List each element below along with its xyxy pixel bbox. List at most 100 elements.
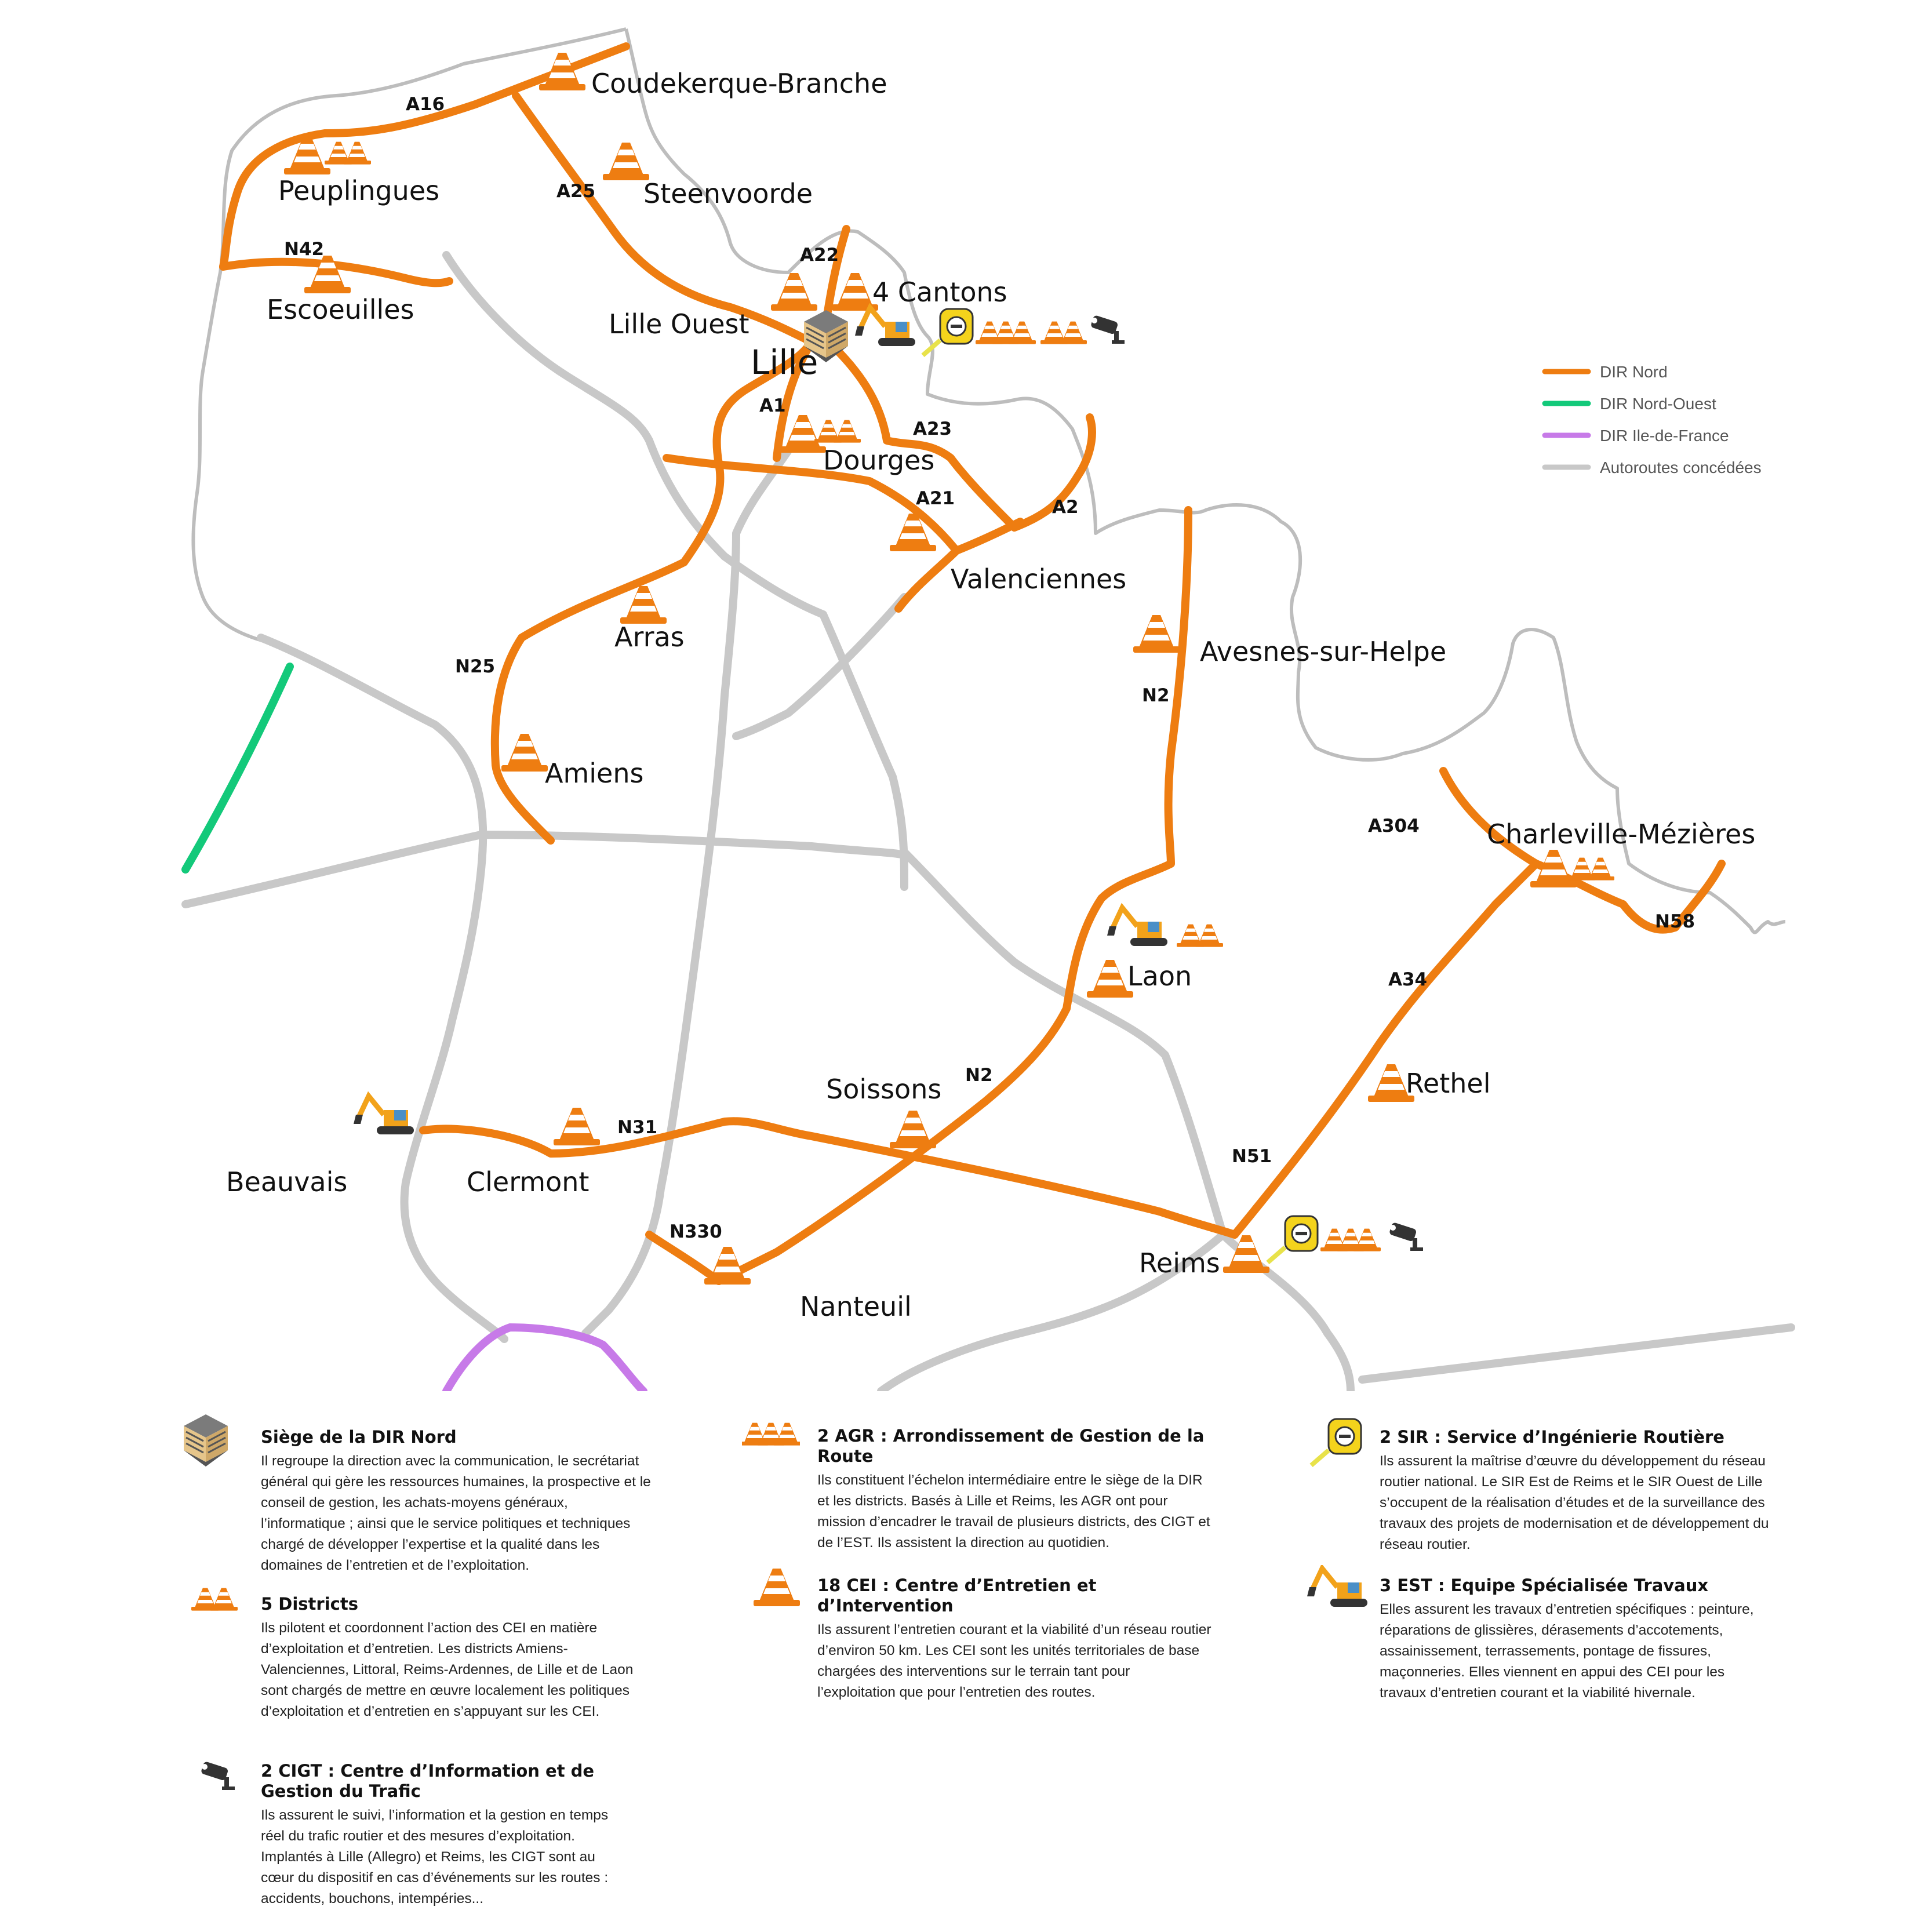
city-label: Reims	[1139, 1247, 1220, 1279]
road-label: N2	[1142, 685, 1170, 706]
cei-cone-icon	[1530, 850, 1577, 887]
info-text: Ils constituent l’échelon intermédiaire …	[817, 1472, 1210, 1551]
excavator-icon	[354, 1096, 414, 1134]
info-districts: 5 Districts Ils pilotent et coordonnent …	[261, 1594, 655, 1722]
road-label: N2	[965, 1065, 993, 1086]
road-labels: A16 A25 N42 A22 A1 A23 A21 A2 N25 N2 A30…	[284, 94, 1695, 1242]
city-label: 4 Cantons	[872, 276, 1007, 308]
single-cone-icon	[754, 1569, 800, 1606]
road-label: A21	[916, 488, 955, 509]
city-label: Nanteuil	[800, 1291, 912, 1322]
city-label: Lille Ouest	[609, 308, 749, 340]
road-label: A16	[406, 94, 445, 115]
road-network-map: Coudekerque-Branche Peuplingues Steenvoo…	[181, 27, 1795, 1391]
legend-label: DIR Ile-de-France	[1600, 427, 1729, 445]
district-cones-icon	[1568, 858, 1614, 881]
cei-cone-icon	[890, 1111, 936, 1148]
traffic-camera-icon	[200, 1761, 235, 1790]
excavator-icon	[855, 308, 915, 346]
autoroutes-concedees	[181, 251, 1795, 1391]
cei-cone-icon	[1087, 960, 1133, 998]
coastline-border	[191, 27, 1786, 934]
dir-nord-ouest-road	[181, 663, 294, 874]
city-label: Soissons	[826, 1074, 941, 1105]
info-cigt: 2 CIGT : Centre d’Information et de Gest…	[261, 1761, 632, 1909]
cei-cone-icon	[620, 586, 667, 624]
measuring-tape-icon	[1307, 1414, 1371, 1472]
traffic-camera-icon	[1090, 315, 1125, 344]
info-agr: 2 AGR : Arrondissement de Gestion de la …	[817, 1426, 1211, 1553]
measuring-tape-icon	[1268, 1216, 1318, 1262]
info-text: Il regroupe la direction avec la communi…	[261, 1453, 651, 1573]
district-cones-icon	[1040, 322, 1087, 344]
map-legend: DIR Nord DIR Nord-Ouest DIR Ile-de-Franc…	[1542, 363, 1762, 476]
road-label: N31	[617, 1117, 657, 1138]
info-text: Ils pilotent et coordonnent l’action des…	[261, 1620, 634, 1719]
traffic-camera-icon	[1388, 1222, 1423, 1251]
three-cones-icon	[742, 1417, 800, 1458]
two-cones-icon	[191, 1582, 238, 1623]
info-title: 3 EST : Equipe Spécialisée Travaux	[1380, 1576, 1709, 1595]
info-text: Elles assurent les travaux d’entretien s…	[1380, 1601, 1754, 1701]
road-label: N330	[670, 1221, 722, 1242]
city-label: Amiens	[545, 758, 643, 789]
info-cei: 18 CEI : Centre d’Entretien et d’Interve…	[817, 1576, 1211, 1703]
city-label: Steenvoorde	[643, 178, 813, 209]
dir-nord-network	[219, 42, 1726, 1285]
road-label: A22	[800, 245, 839, 265]
excavator-icon	[1107, 908, 1167, 946]
district-cones-icon	[814, 420, 861, 443]
agr-cones-icon	[976, 322, 1036, 344]
dir-ile-de-france-road	[442, 1323, 647, 1391]
road-label: N25	[455, 656, 495, 677]
cei-cone-icon	[603, 143, 649, 180]
road-label: A2	[1052, 497, 1079, 518]
info-title: 5 Districts	[261, 1594, 358, 1614]
city-label: Peuplingues	[278, 175, 439, 206]
city-label: Charleville-Mézières	[1487, 818, 1755, 850]
road-label: N42	[284, 239, 324, 260]
info-title: 2 SIR : Service d’Ingénierie Routière	[1380, 1427, 1724, 1447]
info-text: Ils assurent le suivi, l’information et …	[261, 1807, 609, 1906]
measuring-tape-icon	[923, 309, 973, 355]
info-title: Siège de la DIR Nord	[261, 1427, 457, 1447]
agr-cones-icon	[1320, 1229, 1381, 1251]
info-title: 2 AGR : Arrondissement de Gestion de la …	[817, 1426, 1205, 1466]
legend-label: DIR Nord-Ouest	[1600, 395, 1716, 413]
city-label: Rethel	[1406, 1068, 1490, 1099]
road-label: A1	[759, 395, 786, 416]
cei-cone-icon	[501, 734, 548, 772]
city-label: Avesnes-sur-Helpe	[1200, 636, 1446, 667]
road-label: A23	[913, 419, 952, 439]
district-cones-icon	[325, 142, 371, 165]
cei-cone-icon	[1133, 615, 1180, 653]
legend-label: Autoroutes concédées	[1600, 459, 1762, 476]
info-sir: 2 SIR : Service d’Ingénierie Routière Il…	[1380, 1427, 1774, 1555]
info-text: Ils assurent la maîtrise d’œuvre du déve…	[1380, 1453, 1769, 1552]
district-cone-icon	[539, 53, 585, 90]
info-text: Ils assurent l’entretien courant et la v…	[817, 1621, 1211, 1700]
road-label: A25	[556, 181, 595, 202]
cei-cone-icon	[780, 415, 826, 453]
city-label: Laon	[1127, 960, 1192, 992]
info-est: 3 EST : Equipe Spécialisée Travaux Elles…	[1380, 1576, 1774, 1704]
city-label: Clermont	[467, 1166, 589, 1198]
city-label: Valenciennes	[951, 563, 1126, 595]
cei-cone-icon	[554, 1108, 600, 1145]
city-labels: Coudekerque-Branche Peuplingues Steenvoo…	[226, 68, 1755, 1322]
road-label: A34	[1388, 969, 1427, 990]
cei-cone-icon	[832, 273, 878, 311]
city-label: Arras	[614, 621, 685, 653]
city-label: Coudekerque-Branche	[591, 68, 887, 99]
info-title: 18 CEI : Centre d’Entretien et d’Interve…	[817, 1576, 1097, 1616]
legend-label: DIR Nord	[1600, 363, 1668, 381]
city-label: Lille	[751, 343, 818, 382]
cei-cone-icon	[771, 273, 817, 311]
city-label: Dourges	[823, 445, 934, 476]
road-label: N58	[1655, 911, 1695, 932]
road-label: A304	[1368, 816, 1420, 836]
district-cones-icon	[1177, 925, 1223, 947]
city-label: Beauvais	[226, 1166, 347, 1198]
info-siege: Siège de la DIR Nord Il regroupe la dire…	[261, 1427, 655, 1576]
excavator-icon	[1304, 1565, 1374, 1617]
